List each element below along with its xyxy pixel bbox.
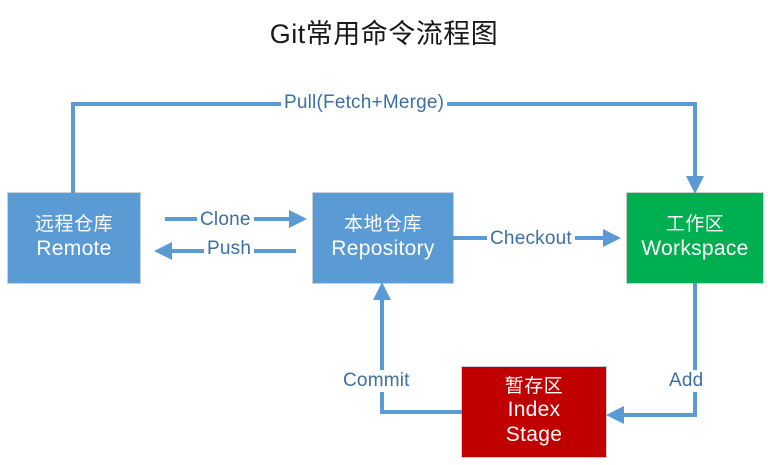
edge-label-pull: Pull(Fetch+Merge)	[281, 92, 448, 114]
node-repository-label-en: Repository	[331, 236, 435, 260]
node-index-label-cn: 暂存区	[504, 376, 564, 398]
edge-pull	[71, 102, 704, 194]
node-workspace-label-en: Workspace	[641, 236, 749, 260]
edge-label-clone: Clone	[197, 209, 254, 231]
node-remote-label-en: Remote	[36, 236, 112, 260]
node-index[interactable]: 暂存区 Index Stage	[462, 367, 606, 457]
edge-label-commit: Commit	[340, 370, 413, 392]
edge-label-checkout: Checkout	[487, 228, 575, 250]
node-index-label-en: Index	[507, 398, 561, 422]
node-repository-label-cn: 本地仓库	[343, 214, 422, 236]
edge-label-push: Push	[204, 238, 255, 260]
node-index-label-en2: Stage	[505, 423, 563, 447]
node-workspace-label-cn: 工作区	[665, 214, 725, 236]
page-title: Git常用命令流程图	[269, 19, 499, 49]
node-workspace[interactable]: 工作区 Workspace	[627, 193, 763, 283]
node-remote[interactable]: 远程仓库 Remote	[8, 193, 140, 283]
node-repository[interactable]: 本地仓库 Repository	[313, 193, 453, 283]
edge-commit	[373, 282, 462, 414]
node-remote-label-cn: 远程仓库	[34, 214, 113, 236]
edge-add	[606, 283, 697, 424]
edge-label-add: Add	[666, 370, 707, 392]
